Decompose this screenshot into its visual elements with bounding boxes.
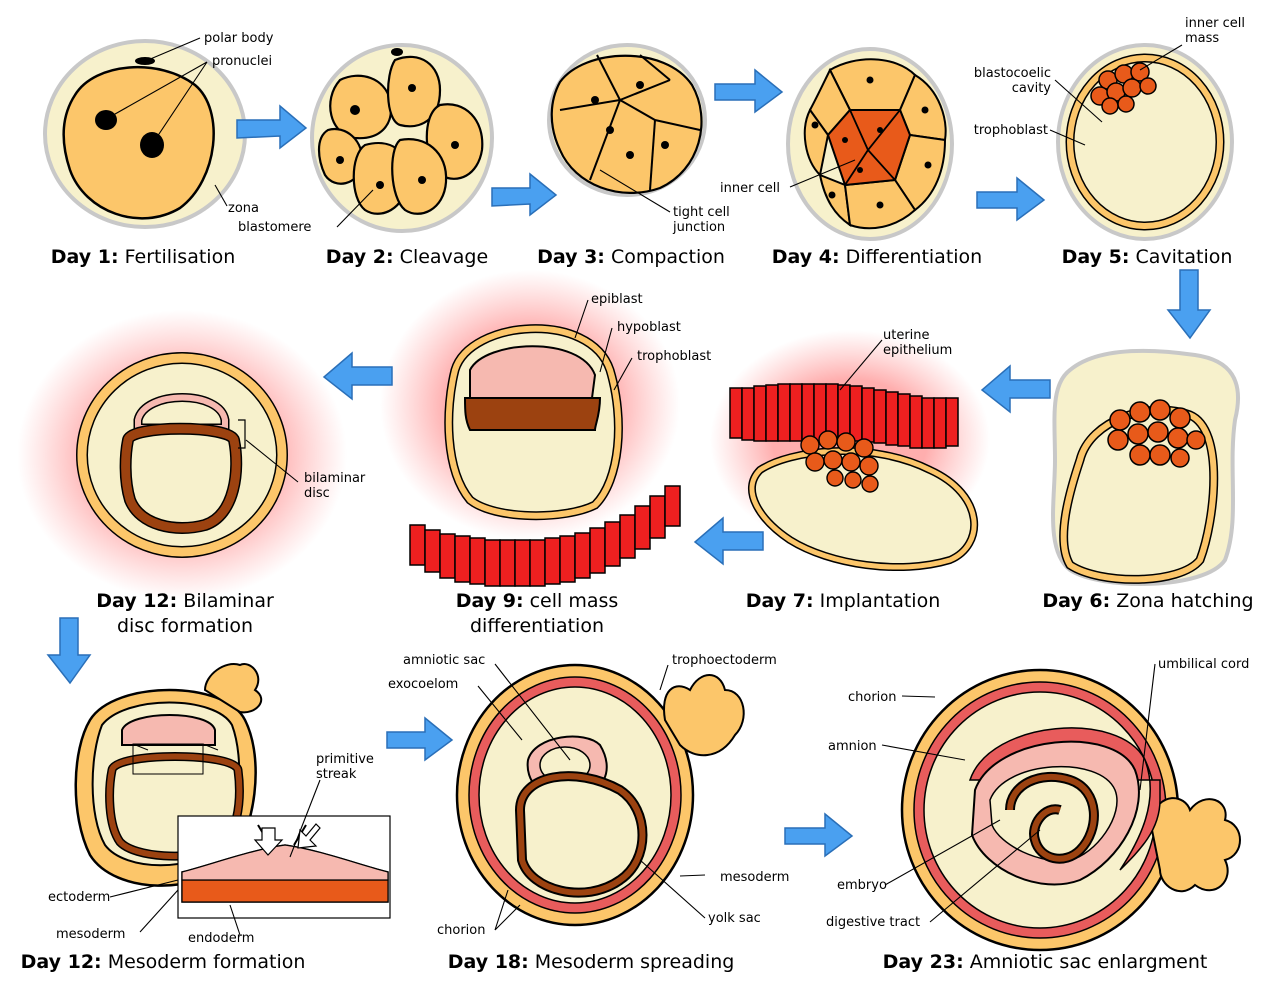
label-amnion: amnion [828,739,877,754]
label-trophoectoderm: trophoectoderm [672,653,777,668]
stage-day7-illustration [710,330,990,571]
label-endoderm: endoderm [188,931,254,946]
label-uterine-2: epithelium [883,343,952,358]
label-mesoderm-d18: mesoderm [720,870,789,885]
label-trophoblast-d5: trophoblast [974,123,1048,138]
caption-day7: Day 7: Implantation [746,590,941,612]
caption-day18: Day 18: Mesoderm spreading [448,951,735,973]
label-yolk-sac: yolk sac [708,911,761,926]
stage-day3-illustration [547,43,707,197]
label-inner-cell: inner cell [720,181,780,196]
stage-day4-illustration [786,47,954,241]
label-junction: junction [672,220,725,235]
stage-day5-illustration [1056,43,1234,241]
caption-day4: Day 4: Differentiation [772,246,982,268]
stage-day1-illustration [43,39,247,229]
label-hypoblast: hypoblast [617,320,681,335]
arrow-icon [236,68,1046,222]
label-amniotic-sac: amniotic sac [403,653,485,668]
label-inner-cell-mass-2: mass [1185,31,1219,46]
label-bilaminar-2: disc [304,486,330,501]
stage-day2-illustration [310,43,494,233]
label-blastomere: blastomere [238,220,311,235]
caption-day6: Day 6: Zona hatching [1042,590,1253,612]
label-blastocoelic-1: blastocoelic [974,66,1051,81]
caption-day12-bilaminar-line2: disc formation [117,615,253,637]
caption-day5: Day 5: Cavitation [1062,246,1233,268]
label-chorion-d23: chorion [848,690,897,705]
label-zona: zona [228,201,259,216]
caption-day23: Day 23: Amniotic sac enlargment [883,951,1208,973]
label-primitive-1: primitive [316,752,374,767]
label-mesoderm-d12: mesoderm [56,927,125,942]
arrow-icon [46,269,1212,685]
diagram-labels: polar body pronuclei zona blastomere tig… [48,16,1249,946]
stage-captions: Day 1: Fertilisation Day 2: Cleavage Day… [21,246,1254,973]
stage-day9-illustration [380,270,681,587]
caption-day12-mesoderm: Day 12: Mesoderm formation [21,951,306,973]
stage-day12-bilaminar-illustration [17,310,347,600]
label-umbilical-cord: umbilical cord [1158,657,1249,672]
caption-day2: Day 2: Cleavage [326,246,488,268]
caption-day9: Day 9: cell mass [456,590,619,612]
label-embryo: embryo [837,878,887,893]
caption-day9-line2: differentiation [470,615,604,637]
label-uterine-1: uterine [883,328,930,343]
stage-day18-illustration [455,663,745,927]
label-tight-cell: tight cell [673,205,730,220]
stage-day12-mesoderm-illustration [74,663,391,919]
leader-lines [107,37,1183,936]
label-blastocoelic-2: cavity [1012,81,1052,96]
stage-day6-illustration [1051,348,1241,586]
label-bilaminar-1: bilaminar [304,471,366,486]
label-exocoelom: exocoelom [388,677,458,692]
label-pronuclei: pronuclei [212,54,272,69]
label-trophoblast-d9: trophoblast [637,349,711,364]
label-inner-cell-mass-1: inner cell [1185,16,1245,31]
stage-day23-illustration [900,668,1241,952]
arrow-icon [253,716,854,858]
label-digestive-tract: digestive tract [826,915,920,930]
caption-day1: Day 1: Fertilisation [51,246,236,268]
label-epiblast: epiblast [591,292,643,307]
label-primitive-2: streak [316,767,357,782]
label-chorion-d18: chorion [437,923,486,938]
caption-day12-bilaminar: Day 12: Bilaminar [96,590,274,612]
caption-day3: Day 3: Compaction [537,246,725,268]
label-ectoderm: ectoderm [48,890,110,905]
label-polar-body: polar body [204,31,274,46]
